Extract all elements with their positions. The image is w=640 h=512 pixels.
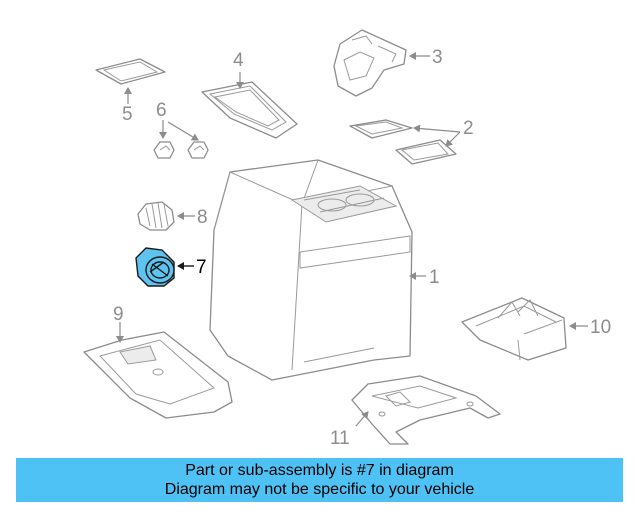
callout-4: 4	[233, 50, 244, 71]
part-3-bracket[interactable]	[333, 29, 407, 97]
part-6-clips[interactable]	[153, 141, 209, 159]
part-10-housing[interactable]	[461, 297, 567, 361]
parts-diagram: 5 4 6 3 2 8	[83, 29, 611, 449]
part-11-frame[interactable]	[351, 375, 501, 445]
part-4-tray[interactable]	[201, 81, 298, 139]
part-5-pad[interactable]	[95, 58, 166, 85]
callout-10: 10	[590, 317, 611, 338]
info-banner: Part or sub-assembly is #7 in diagram Di…	[16, 458, 623, 502]
part-2-frames[interactable]	[349, 119, 457, 165]
callout-6: 6	[156, 100, 167, 121]
callout-7: 7	[196, 257, 207, 278]
part-7-socket[interactable]	[135, 247, 175, 287]
banner-line-1: Part or sub-assembly is #7 in diagram	[185, 462, 454, 479]
callout-11: 11	[330, 428, 350, 449]
callout-2: 2	[463, 118, 474, 139]
callout-5: 5	[122, 104, 133, 125]
callout-3: 3	[432, 47, 443, 68]
banner-line-2: Diagram may not be specific to your vehi…	[164, 481, 475, 498]
callout-9: 9	[113, 304, 124, 325]
callout-1: 1	[429, 267, 440, 288]
part-8-knob[interactable]	[137, 201, 175, 231]
part-9-base[interactable]	[83, 331, 233, 419]
callout-8: 8	[197, 207, 208, 228]
part-1-console[interactable]	[209, 159, 413, 381]
